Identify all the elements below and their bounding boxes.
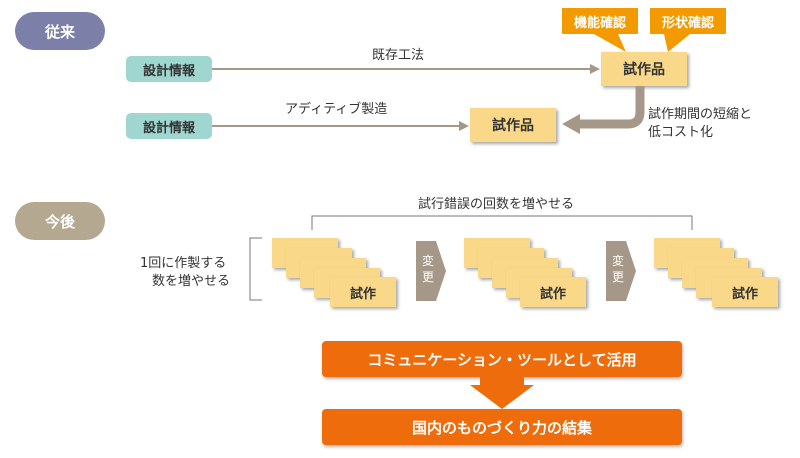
benefit-text-line1: 試作期間の短縮と <box>648 107 753 122</box>
prototype-box-1: 試作品 <box>601 52 687 86</box>
domestic-manufacturing-banner: 国内のものづくり力の結集 <box>322 409 682 445</box>
change-label-1: 変更 <box>421 254 434 284</box>
past-connectors <box>212 34 690 134</box>
card-front: 試作 <box>520 277 586 307</box>
left-bracket <box>249 237 262 301</box>
check-function-pointer <box>594 34 626 52</box>
design-info-box-2: 設計情報 <box>126 113 212 139</box>
future-brackets <box>249 215 693 301</box>
prototype-box-2: 試作品 <box>470 108 556 142</box>
trial-bracket <box>311 215 693 230</box>
feedback-arrow <box>578 86 645 129</box>
benefit-text-line2: 低コスト化 <box>648 125 714 140</box>
card-front: 試作 <box>330 277 396 307</box>
existing-method-label: 既存工法 <box>372 48 425 63</box>
check-shape-pointer <box>664 34 690 52</box>
change-label-2: 変更 <box>611 254 624 284</box>
trial-label: 試行錯誤の回数を増やせる <box>418 197 575 212</box>
change-arrow-1: 変更 <box>416 241 446 301</box>
additive-arrowhead <box>459 121 469 131</box>
feedback-arrowhead <box>562 114 580 134</box>
past-section-label: 従来 <box>15 12 105 50</box>
existing-method-arrowhead <box>590 64 600 74</box>
check-function-label: 機能確認 <box>562 8 638 34</box>
additive-label: アディティブ製造 <box>285 102 388 117</box>
future-section-label: 今後 <box>15 202 105 240</box>
change-arrow-2: 変更 <box>606 241 636 301</box>
card-front: 試作 <box>712 277 778 307</box>
communication-tool-banner: コミュニケーション・ツールとして活用 <box>322 341 682 377</box>
design-info-box-1: 設計情報 <box>126 56 212 82</box>
banner-down-arrow <box>470 377 534 409</box>
left-text-line1: 1回に作製する <box>140 256 227 271</box>
check-shape-label: 形状確認 <box>650 8 726 34</box>
left-text-line2: 数を増やせる <box>152 274 231 289</box>
